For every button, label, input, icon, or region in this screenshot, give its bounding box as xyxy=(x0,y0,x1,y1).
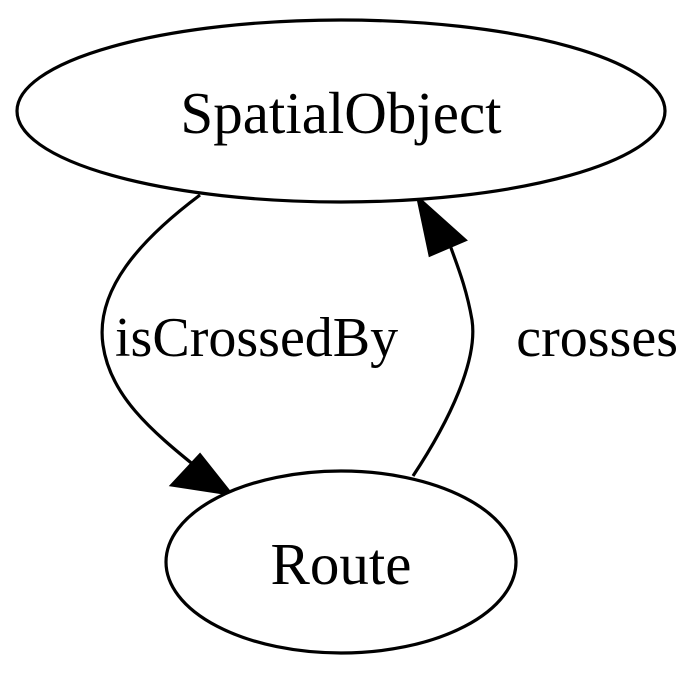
node-spatial-object: SpatialObject xyxy=(15,18,667,204)
node-route-label: Route xyxy=(271,531,412,597)
edge-is-crossed-by-arrowhead xyxy=(168,452,235,497)
edge-is-crossed-by-label: isCrossedBy xyxy=(115,307,398,369)
edge-crosses xyxy=(411,193,475,477)
node-route: Route xyxy=(164,469,518,655)
edge-crosses-label: crosses xyxy=(516,307,678,369)
edge-is-crossed-by-line xyxy=(100,193,201,472)
node-spatial-object-shape xyxy=(15,18,667,204)
edge-crosses-arrowhead xyxy=(415,193,468,258)
edge-crosses-line xyxy=(411,244,475,477)
node-route-shape xyxy=(164,469,518,655)
edge-is-crossed-by xyxy=(100,193,235,497)
node-spatial-object-label: SpatialObject xyxy=(180,80,502,146)
